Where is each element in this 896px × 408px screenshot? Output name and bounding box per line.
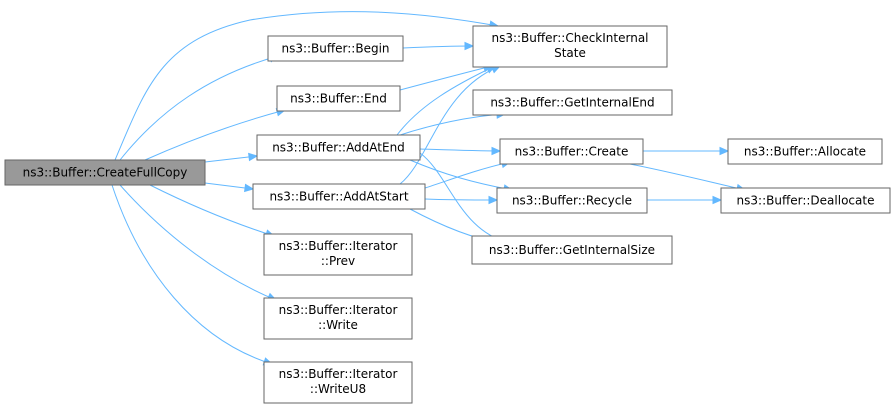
node-iteratorprev-label-2: ::Prev (321, 254, 355, 268)
node-iteratorwrite-label-1: ns3::Buffer::Iterator (279, 303, 398, 317)
edge-createfullcopy-to-checkinternalstate (114, 11, 499, 161)
edge-createfullcopy-to-iteratorwriteu8 (111, 184, 273, 365)
node-iteratorprev-label-1: ns3::Buffer::Iterator (279, 239, 398, 253)
node-recycle[interactable]: ns3::Buffer::Recycle (496, 187, 648, 214)
node-getinternalsize[interactable]: ns3::Buffer::GetInternalSize (471, 235, 673, 265)
nodes-layer: ns3::Buffer::CreateFullCopy ns3::Buffer:… (4, 25, 891, 404)
edge-addatend-to-create (419, 148, 501, 152)
node-allocate-label: ns3::Buffer::Allocate (744, 145, 866, 159)
node-iteratorwriteu8[interactable]: ns3::Buffer::Iterator ::WriteU8 (263, 361, 413, 404)
edge-createfullcopy-to-iteratorprev (149, 184, 275, 237)
edge-arrowhead (464, 41, 475, 51)
edge-createfullcopy-to-iteratorwrite (119, 184, 277, 301)
node-checkinternalstate-label-1: ns3::Buffer::CheckInternal (491, 31, 648, 45)
edge-addatstart-to-recycle (424, 198, 498, 201)
edge-addatstart-to-create (424, 161, 511, 189)
node-iteratorwrite-label-2: ::Write (318, 318, 358, 332)
edge-begin-to-checkinternalstate (402, 45, 474, 49)
edge-end-to-checkinternalstate (399, 65, 493, 91)
edge-arrowhead (712, 195, 723, 205)
edge-arrowhead (244, 183, 255, 193)
node-iteratorwriteu8-label-2: ::WriteU8 (310, 382, 366, 396)
edge-create-to-deallocate (629, 163, 746, 191)
edge-addatend-to-checkinternalstate (396, 65, 496, 136)
node-begin[interactable]: ns3::Buffer::Begin (267, 35, 404, 62)
node-getinternalend-label: ns3::Buffer::GetInternalEnd (490, 96, 654, 110)
node-recycle-label: ns3::Buffer::Recycle (512, 194, 632, 208)
node-iteratorprev[interactable]: ns3::Buffer::Iterator ::Prev (263, 233, 413, 276)
edge-arrowhead (248, 152, 259, 162)
edge-addatstart-to-checkinternalstate (399, 65, 501, 185)
node-addatstart-label: ns3::Buffer::AddAtStart (269, 190, 408, 204)
node-getinternalsize-label: ns3::Buffer::GetInternalSize (489, 243, 655, 257)
node-addatend-label: ns3::Buffer::AddAtEnd (272, 141, 405, 155)
node-deallocate[interactable]: ns3::Buffer::Deallocate (720, 187, 891, 214)
node-iteratorwrite[interactable]: ns3::Buffer::Iterator ::Write (263, 297, 413, 340)
node-end-label: ns3::Buffer::End (290, 92, 387, 106)
node-checkinternalstate[interactable]: ns3::Buffer::CheckInternal State (472, 25, 668, 68)
node-deallocate-label: ns3::Buffer::Deallocate (737, 194, 875, 208)
node-getinternalend[interactable]: ns3::Buffer::GetInternalEnd (472, 89, 673, 116)
node-begin-label: ns3::Buffer::Begin (281, 42, 389, 56)
node-create-label: ns3::Buffer::Create (515, 145, 629, 159)
node-checkinternalstate-label-2: State (554, 46, 586, 60)
node-iteratorwriteu8-label-1: ns3::Buffer::Iterator (279, 367, 398, 381)
node-end[interactable]: ns3::Buffer::End (276, 85, 401, 112)
edge-createfullcopy-to-end (144, 109, 286, 161)
edge-createfullcopy-to-begin (119, 55, 279, 161)
edge-arrowhead (491, 146, 502, 156)
node-create[interactable]: ns3::Buffer::Create (499, 138, 644, 165)
node-addatstart[interactable]: ns3::Buffer::AddAtStart (252, 183, 426, 210)
edge-arrowhead (719, 146, 730, 156)
node-allocate[interactable]: ns3::Buffer::Allocate (727, 138, 883, 165)
node-addatend[interactable]: ns3::Buffer::AddAtEnd (256, 134, 421, 161)
edge-arrowhead (488, 195, 499, 205)
node-createfullcopy[interactable]: ns3::Buffer::CreateFullCopy (4, 159, 206, 186)
node-createfullcopy-label: ns3::Buffer::CreateFullCopy (23, 166, 188, 180)
